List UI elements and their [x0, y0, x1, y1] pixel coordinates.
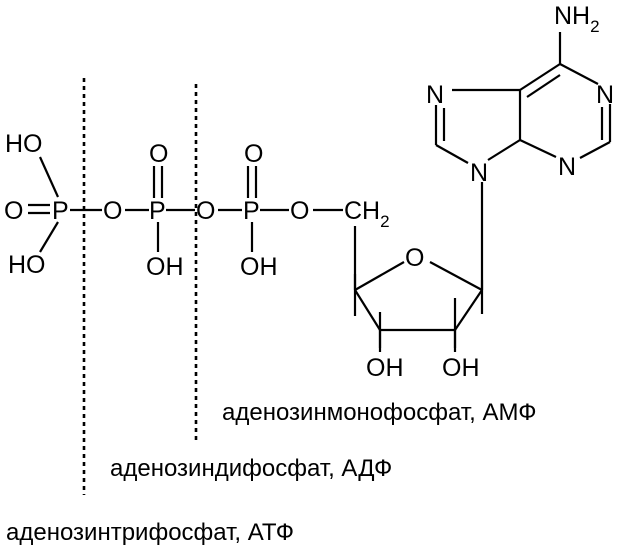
bond-c2prime-c1prime	[454, 289, 483, 331]
bond-c6-n1	[559, 63, 599, 85]
oh-alpha-label: OH	[240, 253, 278, 281]
bond-c2-n3	[579, 141, 611, 159]
caption-atp: аденозинтрифосфат, АТФ	[6, 519, 295, 546]
o-gamma-double-label: O	[4, 197, 23, 225]
p-gamma-label: P	[52, 197, 69, 225]
bond-o4prime-c4prime	[354, 261, 405, 291]
n1-label: N	[596, 81, 614, 109]
bond-c8-n9	[435, 144, 469, 164]
n9-label: N	[470, 159, 488, 187]
nh2-label: NH2	[554, 2, 600, 36]
caption-amp: аденозинмонофосфат, АМФ	[222, 399, 537, 426]
o-beta-double-label: O	[149, 140, 168, 168]
ch2-label: CH2	[344, 197, 390, 231]
bond-c1prime-o4prime	[429, 261, 483, 291]
bond-c5-c6-a	[519, 63, 561, 91]
o-ring-label: O	[405, 244, 424, 272]
o-alpha-double-label: O	[244, 140, 263, 168]
oh-2prime-label: OH	[442, 354, 480, 382]
separators	[82, 78, 198, 495]
atom-labels: NH2 N N N N O CH2 OH OH O P O P O P O O …	[4, 2, 614, 382]
ho-gamma-top-label: HO	[5, 130, 43, 158]
bond-pgamma-ho-bottom	[39, 221, 59, 253]
p-beta-label: P	[149, 197, 166, 225]
bonds	[28, 32, 612, 352]
bond-c5-c6-b	[526, 74, 561, 98]
bond-pgamma-ho-top	[38, 156, 60, 198]
oh-beta-label: OH	[146, 253, 184, 281]
o-ester-label: O	[290, 197, 309, 225]
o-alpha-beta-label: O	[196, 197, 215, 225]
caption-adp: аденозиндифосфат, АДФ	[110, 455, 393, 482]
oh-3prime-label: OH	[366, 354, 404, 382]
bond-n3-c4	[519, 139, 557, 158]
ho-gamma-bottom-label: HO	[8, 251, 46, 279]
n3-label: N	[558, 153, 576, 181]
bond-n9-c4	[487, 139, 521, 161]
bond-c4prime-c3prime	[354, 289, 381, 331]
n7-label: N	[426, 81, 444, 109]
o-beta-gamma-label: O	[103, 197, 122, 225]
p-alpha-label: P	[243, 197, 260, 225]
